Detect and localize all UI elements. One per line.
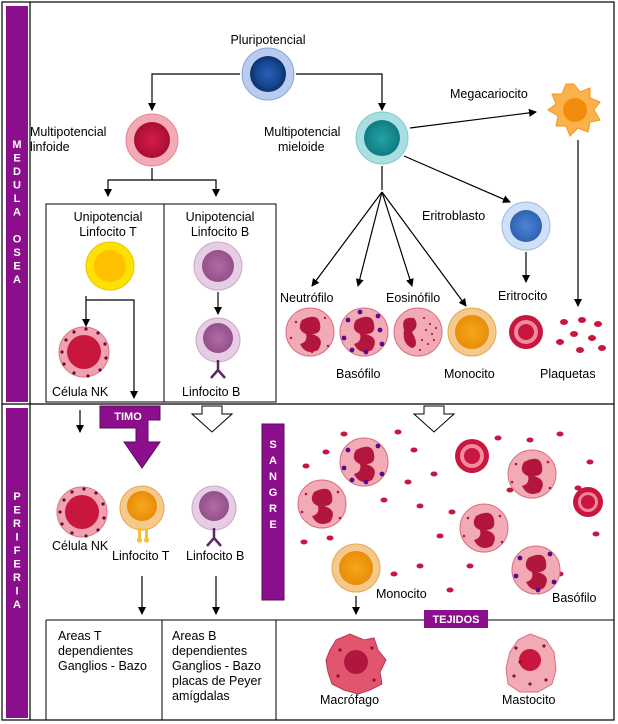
side-letter: I [15,586,18,598]
side-letter: L [14,193,21,205]
areas-t-line-2: dependientes [58,644,133,658]
areas-t-line-1: Areas T [58,629,102,643]
neutrophil-label: Neutrófilo [280,291,334,305]
macrophage-label: Macrófago [320,693,379,707]
monocyte-blood-label: Monocito [376,587,427,601]
sangre-bar [261,423,285,601]
side-letter: R [13,518,21,530]
nk-cell-top [58,326,110,378]
uni-b-label-1: Unipotencial [186,210,255,224]
side-letter: P [13,491,20,503]
lymphoid-box-b [163,203,277,403]
basophil-cell [339,307,389,357]
uni-t-label-2: Linfocito T [79,225,137,239]
eosinophil-label: Eosinófilo [386,291,440,305]
side-letter: O [13,234,22,246]
monocyte-label: Monocito [444,367,495,381]
timo-arrow [99,405,161,469]
lineage-arrows [76,73,582,615]
monocyte-cell [447,307,497,357]
platelets [556,317,606,353]
myeloid-label-1: Multipotencial [264,125,340,139]
side-letter: E [13,559,20,571]
areas-b-line-3: Ganglios - Bazo [172,659,261,673]
erythrocyte-label: Eritrocito [498,289,547,303]
pluripotent-label: Pluripotencial [230,33,305,47]
side-letter: E [13,261,20,273]
hollow-arrow-blood [412,405,456,433]
unipotent-t-cell [85,241,135,291]
areas-b-line-2: dependientes [172,644,247,658]
tejidos-tag [424,610,488,628]
myeloid-progenitor-cell [355,111,409,165]
nk-label-bottom: Célula NK [52,539,109,553]
tejidos-label: TEJIDOS [432,614,479,626]
side-letter: N [269,471,277,483]
erythroblast-cell [501,201,551,251]
side-letter: A [13,599,21,611]
macrophage-cell [325,633,387,695]
blood-field [297,429,603,595]
t-lymphocyte-bottom [119,485,165,543]
eosinophil-cell [393,307,443,357]
monocyte-blood [331,543,381,593]
megakaryocyte-label: Megacariocito [450,87,528,101]
uni-b-label-2: Linfocito B [191,225,249,239]
mastocyte-cell [505,633,557,693]
areas-b-line-5: amígdalas [172,689,230,703]
basophil-label: Basófilo [336,367,381,381]
lymphoid-label-2: linfoide [30,140,70,154]
erythrocyte-cell [509,315,543,349]
side-letter: S [269,439,276,451]
side-letter: M [12,139,21,151]
b-lymphocyte-top [195,317,241,379]
side-letter: R [269,503,277,515]
side-letter: A [13,274,21,286]
hollow-arrow-b [190,405,234,433]
pluripotent-cell [241,47,295,101]
side-letter: A [269,455,277,467]
mastocyte-label: Mastocito [502,693,556,707]
side-letter: G [269,487,278,499]
side-letter: A [13,207,21,219]
nk-cell-bottom [56,486,108,538]
lymphoid-progenitor-cell [125,113,179,167]
b-lymphocyte-bottom [191,485,237,547]
basophil-blood-label: Basófilo [552,591,597,605]
side-letter: F [14,545,21,557]
side-letter: S [13,247,20,259]
t-label-bottom: Linfocito T [112,549,170,563]
megakaryocyte-cell [547,83,601,137]
side-letter: E [269,519,276,531]
medula-sidebar [6,6,28,402]
side-letter: E [13,505,20,517]
side-letter: R [13,572,21,584]
uni-t-label-1: Unipotencial [74,210,143,224]
periferia-sidebar [6,408,28,718]
erythroblast-label: Eritroblasto [422,209,485,223]
side-letter: E [13,153,20,165]
unipotent-b-cell [193,241,243,291]
lymphoid-label-1: Multipotencial [30,125,106,139]
myeloid-label-2: mieloide [278,140,325,154]
b-label-bottom: Linfocito B [186,549,244,563]
areas-t-line-3: Ganglios - Bazo [58,659,147,673]
areas-b-line-4: placas de Peyer [172,674,262,688]
areas-b-line-1: Areas B [172,629,216,643]
side-letter: D [13,166,21,178]
platelets-label: Plaquetas [540,367,596,381]
nk-label-top: Célula NK [52,385,109,399]
side-letter: U [13,180,21,192]
timo-label: TIMO [114,411,142,423]
b-label-top: Linfocito B [182,385,240,399]
neutrophil-cell [285,307,335,357]
side-letter: I [15,532,18,544]
